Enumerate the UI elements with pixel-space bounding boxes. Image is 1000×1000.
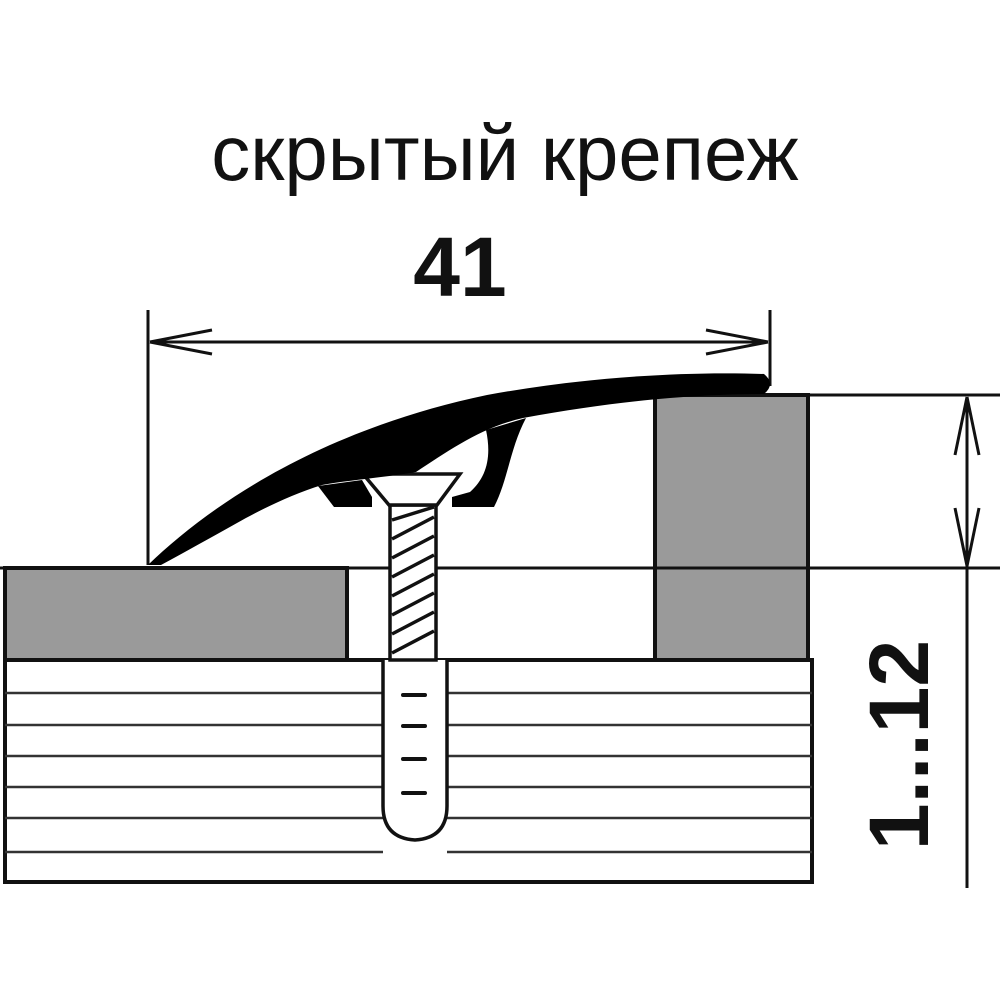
dowel: [381, 660, 449, 842]
height-dimension-label: 1...12: [852, 640, 946, 850]
screw-thread-line: [391, 515, 435, 541]
screw-thread-line: [391, 553, 435, 579]
diagram-title: скрытый крепеж: [211, 109, 798, 197]
width-dimension-line: [146, 310, 772, 565]
screw-thread-line: [391, 572, 435, 598]
screw-thread-line: [391, 534, 435, 560]
screw-thread-line: [391, 505, 435, 522]
left-floor-panel: [3, 566, 349, 662]
screw: [359, 472, 464, 662]
threshold-profile: [148, 373, 770, 565]
width-dimension-label: 41: [413, 220, 506, 314]
right-floor-panel: [653, 393, 810, 662]
screw-thread-line: [391, 610, 435, 636]
screw-thread-line: [391, 591, 435, 617]
height-dimension-line: [953, 396, 981, 888]
screw-thread-line: [391, 629, 435, 655]
